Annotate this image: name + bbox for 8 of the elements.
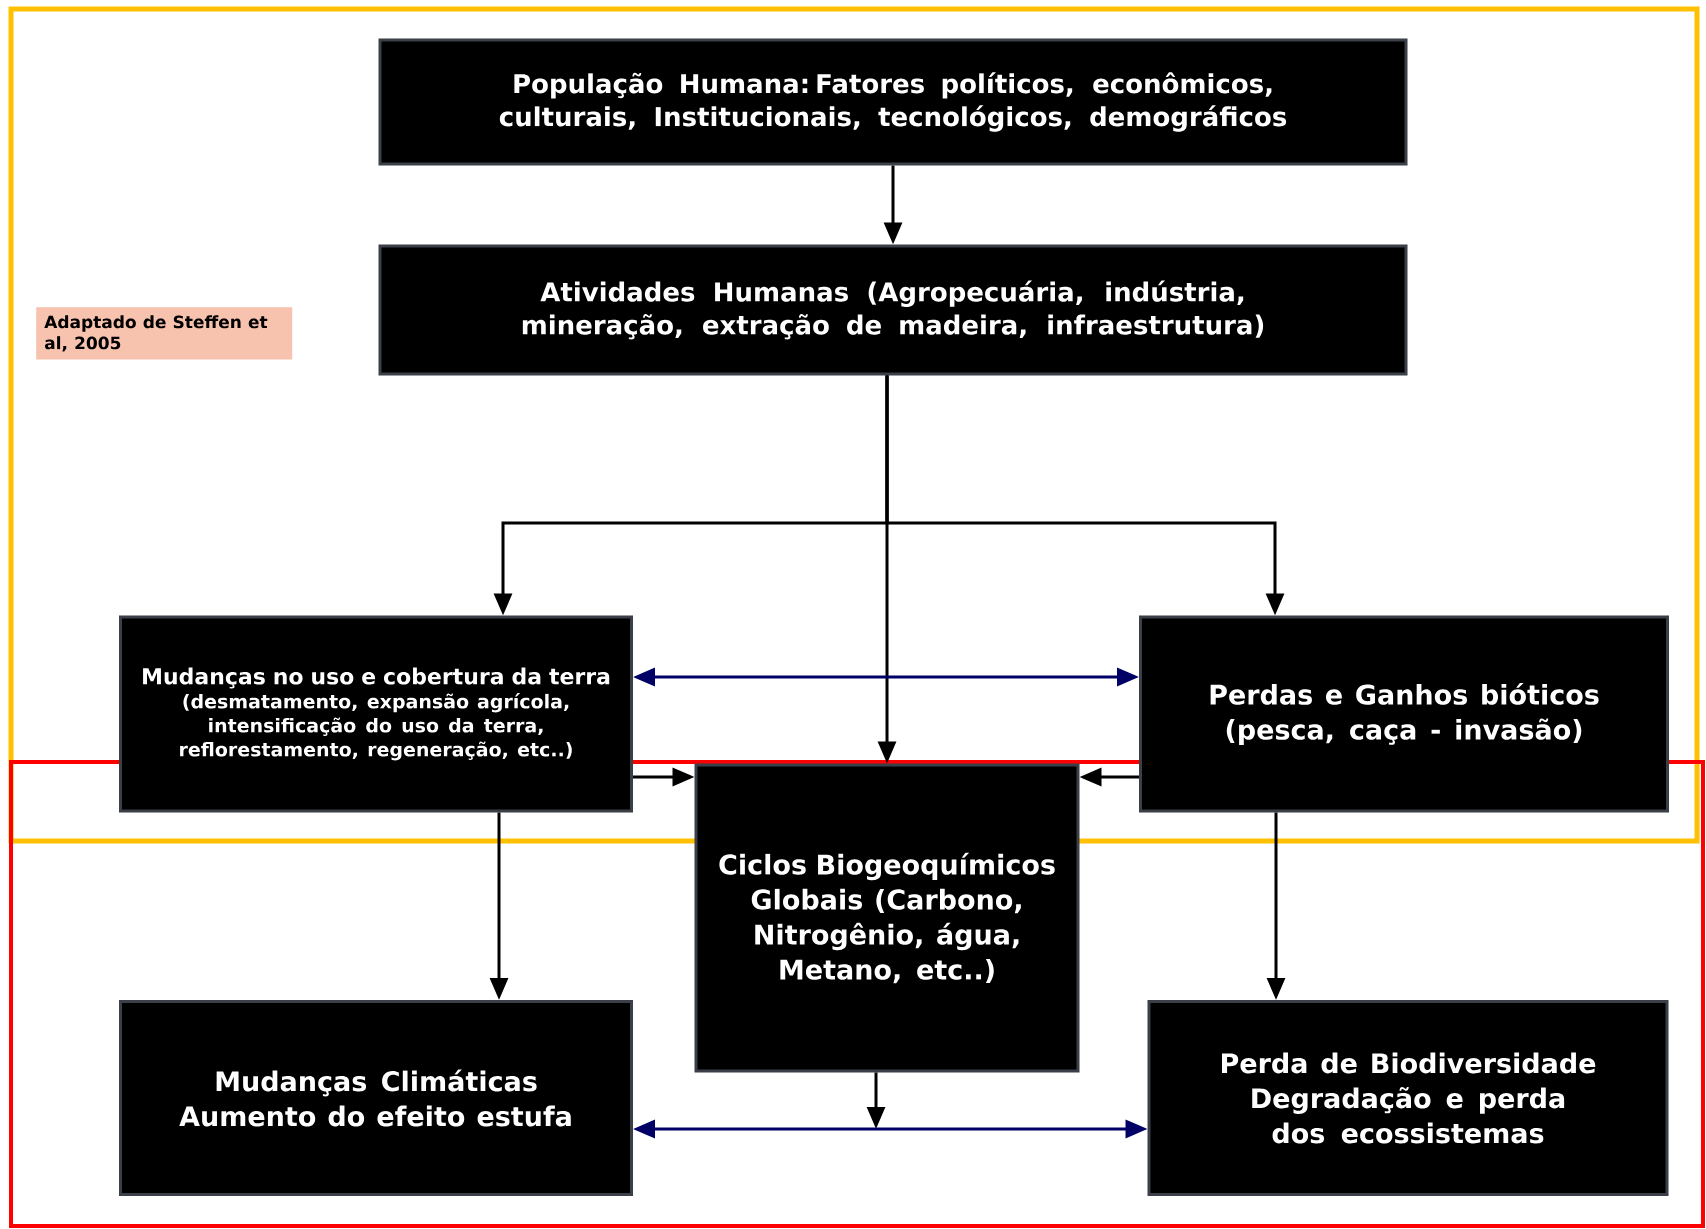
process-box: População Humana: Fatores políticos, econômicos, culturais, Institucionais, tecnológicos, demográficos: [378, 38, 1408, 166]
process-box: Perdas e Ganhos bióticos (pesca, caça - invasão): [1139, 615, 1669, 813]
process-box: Ciclos Biogeoquímicos Globais (Carbono, Nitrogênio, água, Metano, etc..): [694, 763, 1080, 1073]
source-note: Adaptado de Steffen et al, 2005: [36, 307, 293, 360]
process-box: Perda de Biodiversidade Degradação e perda dos ecossistemas: [1147, 1000, 1669, 1196]
process-box: Atividades Humanas (Agropecuária, indústria, mineração, extração de madeira, infraestrutura): [378, 244, 1408, 376]
process-box: Mudanças no uso e cobertura da terra (desmatamento, expansão agrícola, intensificação do uso da terra, reflorestamento, regeneração, etc..): [119, 615, 633, 813]
process-box: Mudanças Climáticas Aumento do efeito estufa: [119, 1000, 633, 1196]
